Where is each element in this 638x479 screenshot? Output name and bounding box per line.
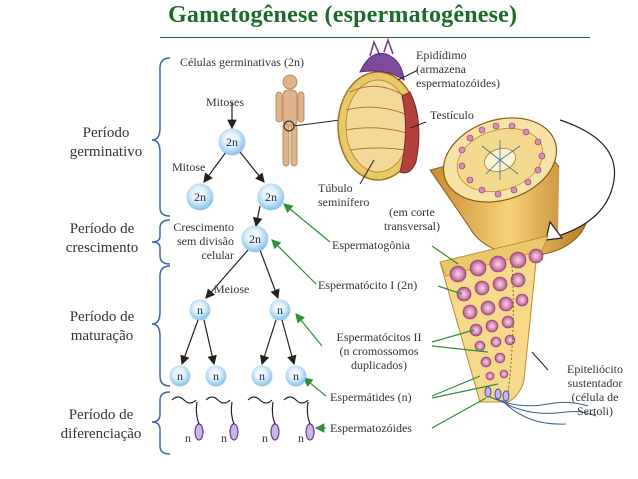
brace-maturacao — [151, 265, 171, 387]
label-espermatogonia: Espermatogônia — [332, 238, 410, 252]
label-germ-cells: Células germinativas (2n) — [180, 55, 304, 69]
cell-spermatogonia-left-2n: 2n — [187, 184, 213, 210]
sperm-cells — [171, 396, 315, 441]
label-sertoli: Epiteliócito sustentador (célula de Sert… — [556, 362, 634, 418]
label-testiculo: Testículo — [430, 108, 474, 122]
brace-diferenciacao — [151, 391, 171, 455]
period-maturacao-line2: maturação — [70, 328, 134, 344]
label-tubulo: Túbulo seminífero — [318, 181, 369, 209]
period-crescimento-line1: Período de — [69, 221, 135, 237]
label-espermatocitos-II-line1: Espermatócitos II — [336, 330, 422, 344]
period-germinativo-line1: Período — [82, 125, 130, 141]
tubulo-pointer — [359, 159, 375, 185]
testiculo-pointer — [409, 121, 427, 129]
period-germinativo-line2: germinativo — [69, 144, 143, 160]
label-corte: (em corte transversal) — [374, 205, 450, 233]
label-espermatocitos-II: Espermatócitos II (n cromossomos duplica… — [324, 330, 434, 372]
cell-spermatid-2-n: n — [206, 366, 226, 386]
period-diferenciacao-line1: Período de — [68, 407, 134, 423]
label-epididimo-line2: (armazena — [416, 62, 466, 76]
label-sertoli-line2: sustentador — [567, 376, 623, 390]
testis-drawing — [337, 37, 420, 181]
label-epididimo-line1: Epidídimo — [416, 48, 467, 62]
human-figure — [275, 74, 305, 167]
label-corte-line1: (em corte — [389, 205, 435, 219]
zoom-curve-arrowhead — [545, 220, 564, 241]
label-epididimo: Epidídimo (armazena espermatozóides) — [416, 48, 500, 90]
cell-spermatid-3-n: n — [252, 366, 272, 386]
stage-pointers — [271, 203, 499, 433]
period-diferenciacao-line2: diferenciação — [60, 426, 142, 442]
epithelium-wedge — [439, 235, 597, 425]
zoom-curve-arrow — [557, 119, 616, 237]
sperm-4-label: n — [298, 431, 304, 445]
label-tubulo-line1: Túbulo — [318, 181, 353, 195]
zoom-line — [293, 119, 341, 127]
cell-germinal-2n: 2n — [219, 129, 245, 155]
sperm-3 — [247, 396, 280, 441]
lineage-arrows — [180, 102, 297, 366]
label-espermatozoides: Espermatozóides — [330, 421, 412, 435]
label-sertoli-line4: Sertoli) — [577, 404, 613, 418]
sperm-2 — [205, 396, 239, 441]
sperm-3-label: n — [262, 431, 268, 445]
period-germinativo: Período germinativo — [58, 124, 154, 162]
label-growth-line3: celular — [201, 248, 234, 262]
label-sertoli-line3: (célula de — [571, 390, 619, 404]
cell-spermatid-1-n: n — [170, 366, 190, 386]
label-espermatocitos-II-line2: (n cromossomos — [339, 344, 419, 358]
label-espermatides: Espermátides (n) — [330, 390, 412, 404]
label-corte-line2: transversal) — [384, 219, 440, 233]
label-epididimo-line3: espermatozóides) — [416, 76, 500, 90]
label-meiose: Meiose — [214, 282, 250, 296]
label-growth-line2: sem divisão — [177, 234, 234, 248]
label-tubulo-line2: seminífero — [318, 195, 370, 209]
sperm-1-label: n — [185, 431, 191, 445]
period-crescimento: Período de crescimento — [52, 220, 152, 258]
cell-spermatocyte-II-right-n: n — [270, 300, 290, 320]
cell-spermatocyte-I-2n: 2n — [242, 226, 268, 252]
period-maturacao: Período de maturação — [52, 308, 152, 346]
brace-germinativo — [151, 57, 171, 217]
sperm-2-label: n — [221, 431, 227, 445]
cell-spermatocyte-II-left-n: n — [190, 300, 210, 320]
label-espermatocito-I: Espermatócito I (2n) — [318, 278, 418, 292]
label-mitose: Mitose — [172, 160, 206, 174]
brace-crescimento — [151, 219, 171, 265]
label-sertoli-line1: Epiteliócito — [567, 362, 623, 376]
period-maturacao-line1: Período de — [69, 309, 135, 325]
tubule-cross-section — [429, 117, 588, 257]
sperm-4 — [283, 396, 315, 441]
sperm-1 — [171, 396, 204, 441]
epididimo-pointer — [397, 69, 419, 81]
cell-spermatogonia-right-2n: 2n — [258, 184, 284, 210]
title-underline — [160, 37, 590, 38]
label-growth: Crescimento sem divisão celular — [160, 220, 234, 262]
label-espermatocitos-II-line3: duplicados) — [351, 358, 407, 372]
period-crescimento-line2: crescimento — [65, 240, 139, 256]
period-diferenciacao: Período de diferenciação — [48, 406, 154, 444]
label-growth-line1: Crescimento — [173, 220, 234, 234]
page-title: Gametogênese (espermatogênese) — [168, 2, 518, 28]
label-mitoses: Mitoses — [206, 95, 245, 109]
sertoli-pointer — [531, 351, 549, 371]
cell-spermatid-4-n: n — [286, 366, 306, 386]
